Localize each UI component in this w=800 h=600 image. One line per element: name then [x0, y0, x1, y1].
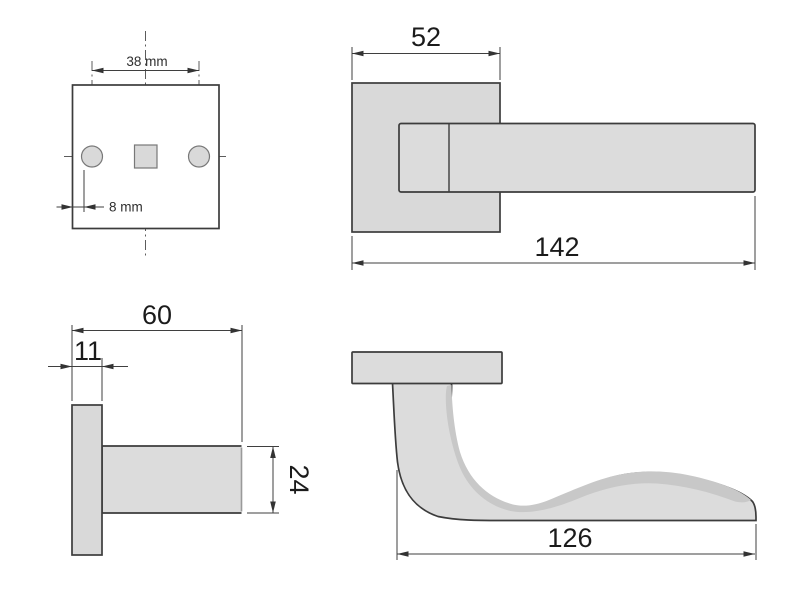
rosette-side-view: 60 11 24	[48, 300, 314, 556]
dim-label-rosette-thickness: 11	[74, 336, 102, 366]
spindle-hole	[133, 144, 158, 169]
handle-top-view: 52 142	[351, 22, 756, 270]
ext-lines-24	[247, 446, 279, 514]
rosette-plate-side	[71, 404, 103, 556]
dim-label-hole-spacing: 38 mm	[126, 54, 167, 69]
mounting-hole-left	[80, 145, 104, 168]
dim-label-rosette-width: 52	[411, 22, 441, 52]
neck-stub-fill	[102, 446, 242, 513]
rosette-bar-side	[351, 351, 503, 385]
ext-lines-126	[396, 470, 757, 560]
lever-bar-top	[398, 122, 756, 193]
lever-shading	[445, 385, 751, 513]
rosette-front-view: 38 mm 8 mm	[56, 31, 228, 258]
dim-label-neck-width: 24	[284, 464, 314, 494]
mounting-hole-right	[187, 145, 211, 168]
dim-label-projection-depth: 60	[142, 300, 172, 330]
dim-label-lever-length: 126	[547, 523, 592, 553]
ext-lines-60	[71, 325, 243, 442]
dim-label-edge-to-hole: 8 mm	[109, 200, 143, 215]
dim-label-overall-length: 142	[534, 232, 579, 262]
handle-side-view: 126	[351, 351, 757, 560]
